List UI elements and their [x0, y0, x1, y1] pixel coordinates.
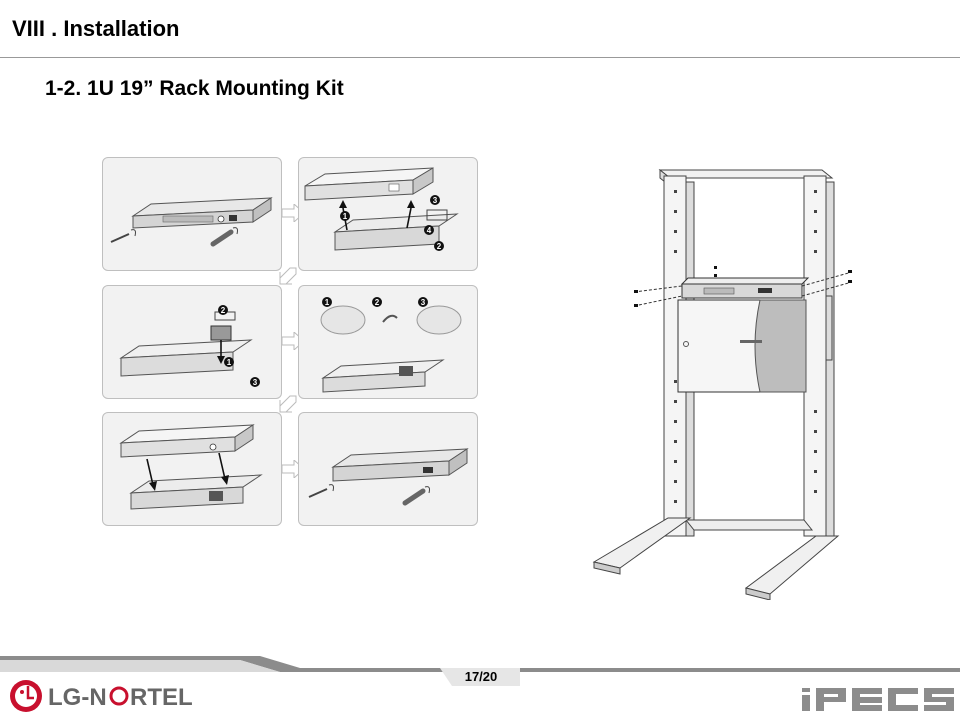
- rack-stand-illustration: [592, 168, 853, 600]
- step-panel-2: 1 2 3 4: [298, 157, 478, 271]
- unit-removal-illustration: 1 2 3 4: [304, 167, 459, 251]
- svg-text:RTEL: RTEL: [130, 684, 193, 711]
- arrow-down-left-icon: [279, 267, 297, 285]
- cable-routing-illustration: 1 2 3: [320, 297, 462, 393]
- svg-text:4: 4: [427, 226, 432, 235]
- footer-bar: [0, 656, 960, 686]
- svg-text:1: 1: [325, 298, 330, 307]
- lg-nortel-logo: LG-N RTEL: [10, 680, 193, 712]
- svg-text:2: 2: [221, 306, 226, 315]
- ipecs-logo: [802, 688, 954, 711]
- section-title: VIII . Installation: [12, 16, 180, 41]
- svg-text:3: 3: [433, 196, 438, 205]
- step-panel-5: [102, 412, 282, 526]
- page-number: 17/20: [464, 669, 498, 684]
- unit-insertion-illustration: [119, 424, 263, 510]
- assembled-unit-illustration: [308, 448, 469, 506]
- svg-text:LG-N: LG-N: [48, 684, 107, 711]
- step-panel-3: 2 1 3: [102, 285, 282, 399]
- step-panel-6: [298, 412, 478, 526]
- svg-text:2: 2: [375, 298, 380, 307]
- svg-text:2: 2: [437, 242, 442, 251]
- svg-text:3: 3: [421, 298, 426, 307]
- svg-text:1: 1: [343, 212, 348, 221]
- arrow-down-left-icon: [279, 395, 297, 413]
- page-subtitle: 1-2. 1U 19” Rack Mounting Kit: [45, 77, 344, 100]
- rack-unit-with-ears-illustration: [110, 197, 273, 247]
- svg-text:1: 1: [227, 358, 232, 367]
- step-panel-4: 1 2 3: [298, 285, 478, 399]
- bracket-mount-illustration: 2 1 3: [119, 305, 260, 387]
- step-panel-1: [102, 157, 282, 271]
- header-divider: [0, 57, 960, 58]
- svg-text:3: 3: [253, 378, 258, 387]
